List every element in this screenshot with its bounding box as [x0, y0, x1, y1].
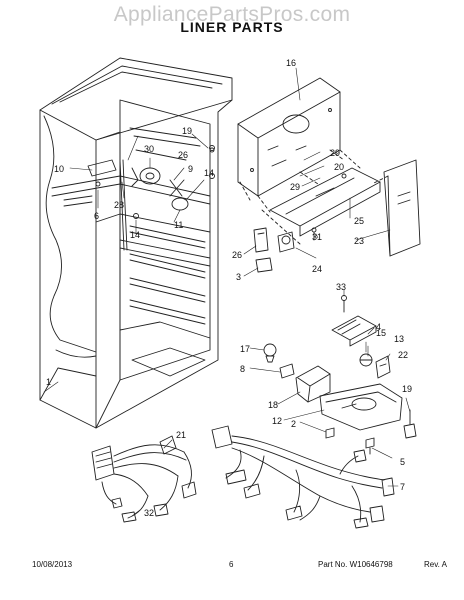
callout-6: 6 [94, 211, 99, 221]
callout-22: 22 [398, 350, 408, 360]
callout-14a: 14 [204, 168, 214, 178]
callout-13: 13 [394, 334, 404, 344]
callout-21: 21 [176, 430, 186, 440]
footer-revision: Rev. A [424, 560, 447, 569]
watermark: AppliancePartsPros.com [113, 3, 351, 26]
leader-lines [43, 67, 411, 517]
callout-18: 18 [268, 400, 278, 410]
wire-harness-7 [211, 425, 395, 529]
callout-19b: 19 [402, 384, 412, 394]
control-housing [319, 383, 403, 431]
callout-12: 12 [272, 416, 282, 426]
footer-date: 10/08/2013 [32, 560, 73, 569]
callout-16: 16 [286, 58, 296, 68]
callout-15: 15 [376, 328, 386, 338]
callout-8: 8 [240, 364, 245, 374]
callout-26b: 26 [232, 250, 242, 260]
callout-32: 32 [144, 508, 154, 518]
callout-24: 24 [312, 264, 322, 274]
callout-29a: 29 [330, 148, 340, 158]
callout-19a: 19 [182, 126, 192, 136]
wire-harness-21 [91, 435, 197, 523]
small-parts-cluster [253, 227, 317, 273]
callout-1: 1 [46, 377, 51, 387]
callout-31: 31 [312, 232, 322, 242]
assembly-guide-lines [239, 149, 389, 245]
callout-17: 17 [240, 344, 250, 354]
page-title: LINER PARTS [180, 19, 284, 35]
footer-page-number: 6 [229, 560, 234, 569]
callout-11: 11 [174, 220, 183, 230]
fasteners-right [209, 147, 417, 455]
light-assembly [263, 343, 331, 403]
callout-3: 3 [236, 272, 241, 282]
callout-29b: 29 [290, 182, 300, 192]
callout-9: 9 [188, 164, 193, 174]
callout-2: 2 [291, 419, 296, 429]
side-duct-panel [383, 159, 421, 257]
callout-14b: 14 [130, 230, 140, 240]
callout-10: 10 [54, 164, 64, 174]
callout-20: 20 [334, 162, 344, 172]
footer-part-number: Part No. W10646798 [318, 560, 393, 569]
callout-4: 4 [376, 322, 381, 332]
callout-7: 7 [400, 482, 405, 492]
liner-cabinet [39, 57, 233, 429]
callout-25: 25 [354, 216, 364, 226]
control-box-assembly [331, 315, 391, 379]
evaporator-cover [269, 167, 381, 237]
callout-30: 30 [144, 144, 154, 154]
callout-28: 28 [114, 200, 124, 210]
callout-26a: 26 [178, 150, 188, 160]
callout-33: 33 [336, 282, 346, 292]
callout-23: 23 [354, 236, 364, 246]
callout-5: 5 [400, 457, 405, 467]
